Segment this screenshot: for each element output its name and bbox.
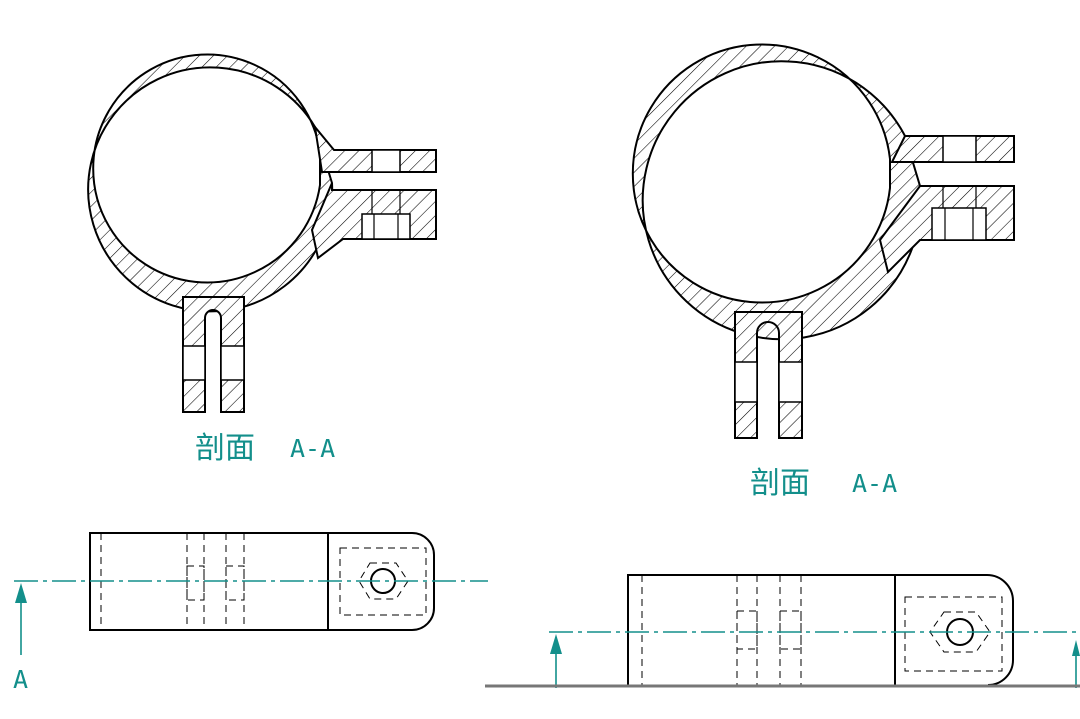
left-section-label-prefix: 剖面	[195, 431, 255, 466]
left-cut-arrow-head	[15, 583, 27, 603]
right-section-view: 剖面 A-A	[631, 43, 1015, 501]
left-front-outline	[89, 532, 435, 631]
left-clamp-ring	[87, 53, 334, 313]
right-clamp-ring	[631, 43, 922, 341]
left-cut-arrow-letter: A	[13, 665, 28, 694]
left-section-view: 剖面 A-A	[87, 53, 437, 466]
left-upper-ear-hole	[371, 149, 401, 173]
right-section-label-id: A-A	[852, 469, 897, 498]
right-section-label-prefix: 剖面	[750, 466, 810, 501]
left-front-view: A	[13, 532, 488, 694]
left-upper-ear	[313, 123, 437, 173]
right-cut-arrow-head	[550, 634, 562, 654]
right-front-outline	[627, 574, 1014, 686]
left-section-label-id: A-A	[290, 434, 335, 463]
right-front-view	[485, 574, 1080, 688]
left-nut-icon	[358, 562, 409, 600]
left-nut-pocket	[361, 213, 411, 240]
right-nut-pocket	[931, 207, 987, 241]
right-upper-ear-hole	[942, 135, 977, 163]
